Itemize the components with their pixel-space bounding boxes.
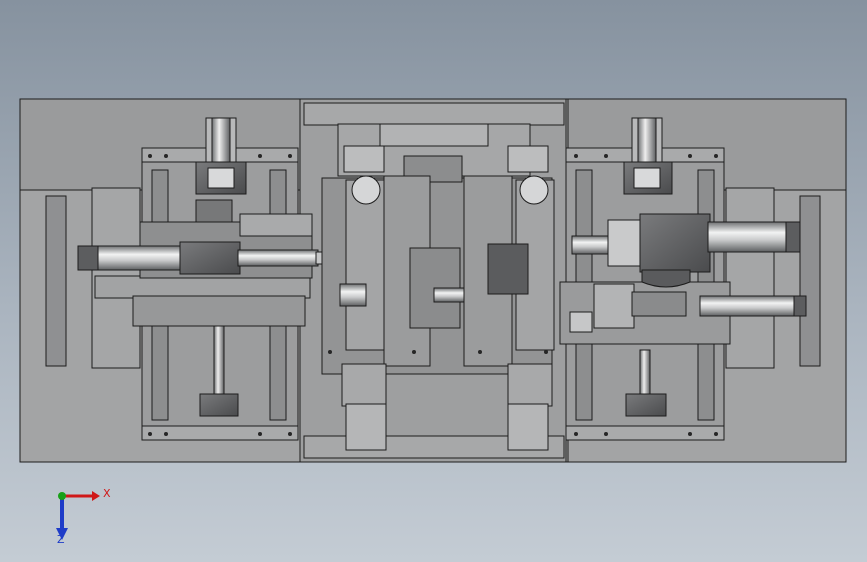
- left-station: [77, 117, 347, 441]
- bolt-holes: [148, 154, 718, 436]
- center-mold: [321, 123, 555, 451]
- triad-x-label: X: [103, 487, 111, 500]
- right-station: [559, 117, 807, 441]
- coordinate-triad-icon: [56, 491, 100, 540]
- triad-z-label: Z: [57, 533, 65, 546]
